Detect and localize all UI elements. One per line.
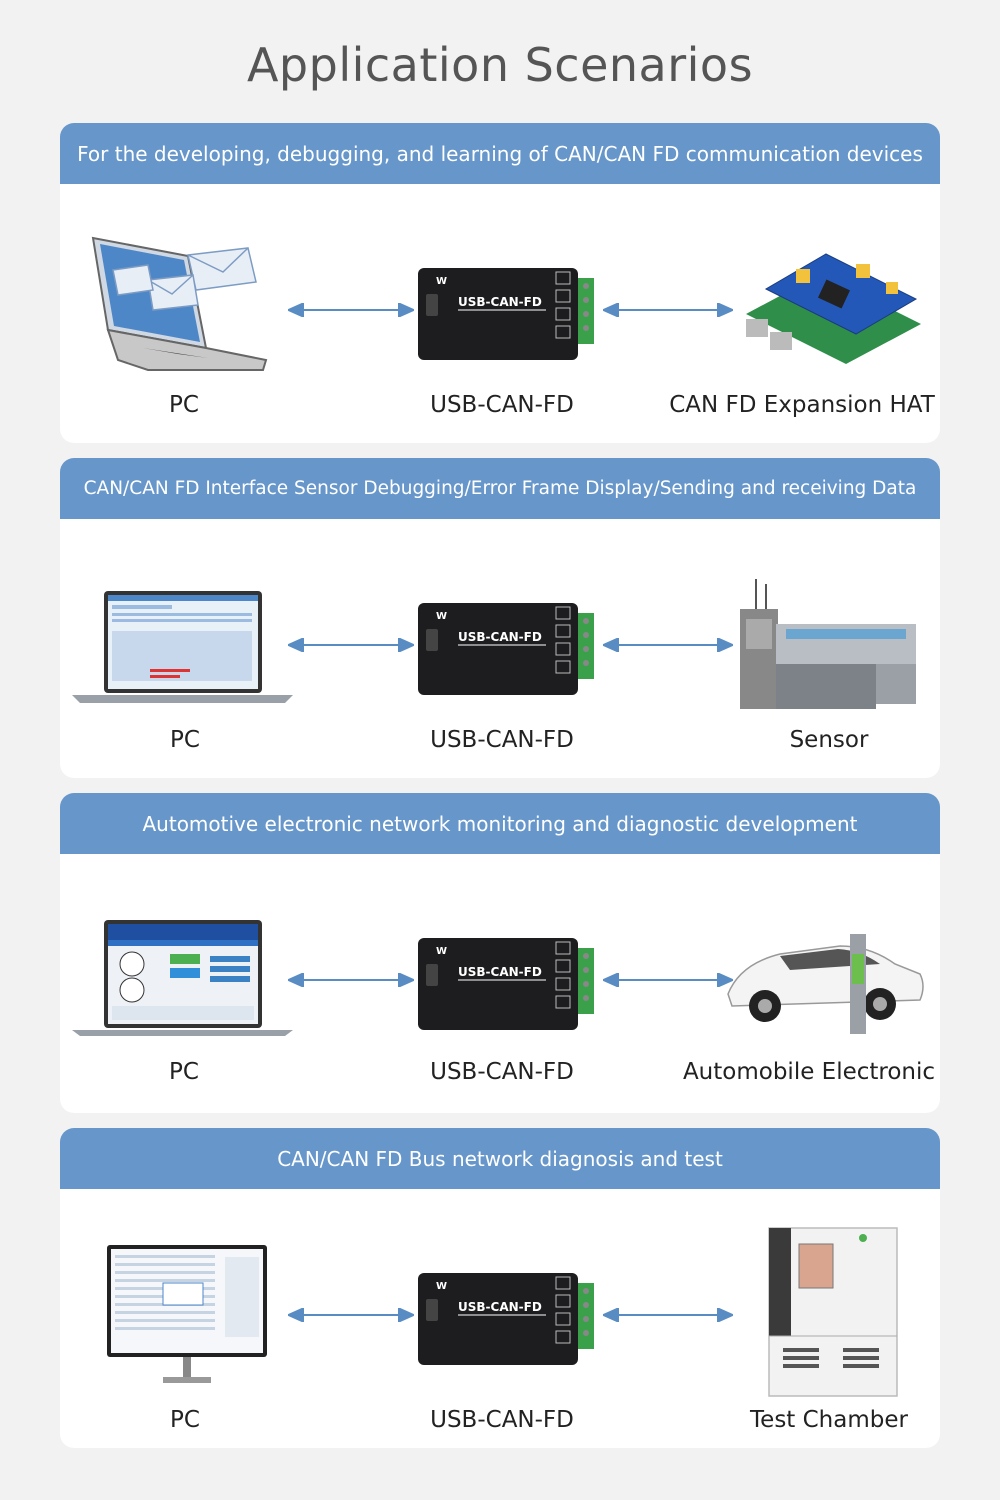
laptop-dashboard-icon [70,916,295,1036]
scenario-card-3: Automotive electronic network monitoring… [60,793,940,1113]
device-label: USB-CAN-FD [430,727,574,753]
scenario-header: For the developing, debugging, and learn… [60,123,940,184]
device-label: USB-CAN-FD [430,1407,574,1433]
bidirectional-arrow-left [288,1308,414,1322]
bidirectional-arrow-left [288,303,414,317]
scenario-card-4: CAN/CAN FD Bus network diagnosis and tes… [60,1128,940,1448]
svg-text:USB-CAN-FD: USB-CAN-FD [458,295,542,309]
usb-can-fd-device-icon: W USB-CAN-FD [416,264,596,364]
page-title: Application Scenarios [246,38,754,92]
bidirectional-arrow-left [288,973,414,987]
svg-text:USB-CAN-FD: USB-CAN-FD [458,965,542,979]
scenario-card-1: For the developing, debugging, and learn… [60,123,940,443]
svg-text:W: W [436,946,447,957]
target-label: Automobile Electronic [682,1059,936,1085]
test-chamber-icon [763,1224,903,1399]
pc-label: PC [170,727,200,753]
laptop-software-icon [70,587,295,707]
svg-text:W: W [436,1281,447,1292]
svg-text:W: W [436,611,447,622]
pc-label: PC [169,1059,199,1085]
target-label: CAN FD Expansion HAT [669,392,935,418]
bidirectional-arrow-right [603,303,733,317]
bidirectional-arrow-left [288,638,414,652]
target-label: Test Chamber [750,1407,908,1433]
device-label: USB-CAN-FD [430,392,574,418]
pc-label: PC [170,1407,200,1433]
svg-text:W: W [436,276,447,287]
usb-can-fd-device-icon: W USB-CAN-FD [416,1269,596,1369]
pc-label: PC [169,392,199,418]
expansion-hat-board-icon [736,234,926,374]
scenario-header: Automotive electronic network monitoring… [60,793,940,854]
target-label: Sensor [789,727,869,753]
svg-text:USB-CAN-FD: USB-CAN-FD [458,630,542,644]
laptop-envelopes-icon [88,230,268,380]
bidirectional-arrow-right [603,1308,733,1322]
usb-can-fd-device-icon: W USB-CAN-FD [416,599,596,699]
scenario-header: CAN/CAN FD Bus network diagnosis and tes… [60,1128,940,1189]
monitor-software-icon [105,1243,270,1388]
usb-can-fd-device-icon: W USB-CAN-FD [416,934,596,1034]
industrial-machine-icon [736,579,926,719]
device-label: USB-CAN-FD [430,1059,574,1085]
scenario-header: CAN/CAN FD Interface Sensor Debugging/Er… [60,458,940,519]
scenario-card-2: CAN/CAN FD Interface Sensor Debugging/Er… [60,458,940,778]
electric-car-charger-icon [720,924,930,1044]
svg-text:USB-CAN-FD: USB-CAN-FD [458,1300,542,1314]
bidirectional-arrow-right [603,973,733,987]
bidirectional-arrow-right [603,638,733,652]
